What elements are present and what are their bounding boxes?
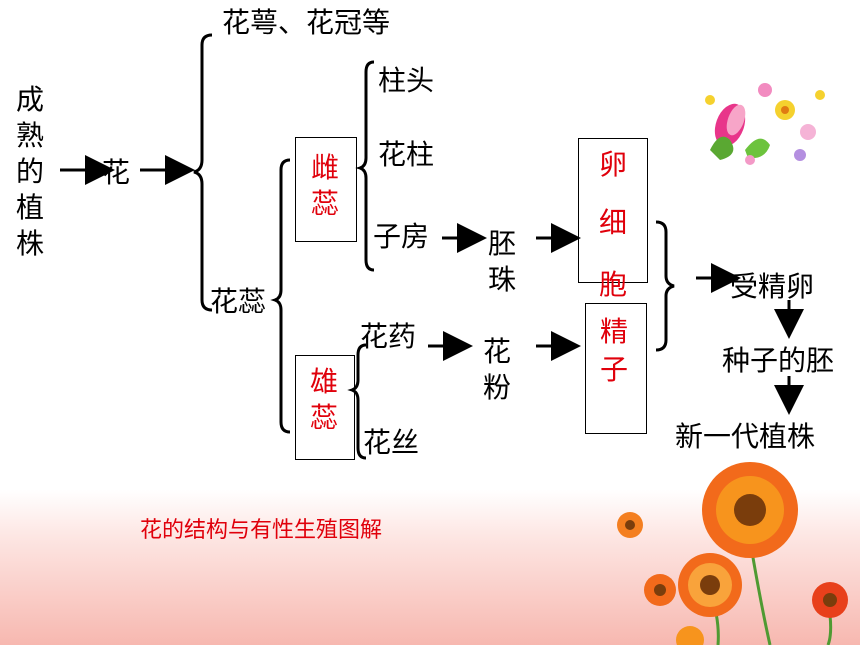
pistil-stamen-label: 花蕊 <box>210 285 267 318</box>
egg-cell-char: 卵 <box>598 148 627 181</box>
mature-plant-char: 株 <box>15 227 44 260</box>
pistil-box: 雌 蕊 <box>295 137 357 242</box>
style-label: 花柱 <box>378 138 435 171</box>
mature-plant-char: 熟 <box>15 119 44 152</box>
pistil-char: 雌 <box>310 151 339 184</box>
pollen-char: 花 <box>482 335 511 368</box>
pistil-char: 蕊 <box>310 187 339 220</box>
embryo-label: 种子的胚 <box>722 344 835 377</box>
ovary-label: 子房 <box>373 220 430 253</box>
brace-fertilization <box>655 220 675 352</box>
anther-label: 花药 <box>360 320 417 353</box>
brace-flower <box>193 33 213 312</box>
sperm-char: 精 <box>599 315 628 348</box>
sperm-char: 子 <box>599 353 628 386</box>
filament-label: 花丝 <box>363 426 420 459</box>
mature-plant-char: 的 <box>15 155 44 188</box>
mature-plant-char: 成 <box>15 83 44 116</box>
stamen-char: 雄 <box>309 365 338 398</box>
stamen-box: 雄 蕊 <box>295 355 355 460</box>
stamen-char: 蕊 <box>309 401 338 434</box>
zygote-label: 受精卵 <box>730 270 815 303</box>
brace-male-parts <box>347 343 367 460</box>
egg-cell-char: 胞 <box>598 268 627 301</box>
diagram-caption: 花的结构与有性生殖图解 <box>140 518 383 543</box>
sepals-petals-label: 花萼、花冠等 <box>222 6 391 39</box>
brace-pistil-stamen <box>270 158 291 434</box>
mature-plant-char: 植 <box>15 191 44 224</box>
egg-cell-box: 卵 细 胞 <box>578 138 648 301</box>
brace-female-parts <box>355 60 375 272</box>
flower-cluster-decoration <box>705 83 825 165</box>
flower-label: 花 <box>102 156 131 189</box>
stigma-label: 柱头 <box>378 64 435 97</box>
sperm-box: 精 子 <box>585 303 647 434</box>
mature-plant-label: 成 熟 的 植 株 <box>14 82 46 262</box>
gerbera-flowers-decoration <box>617 462 848 645</box>
ovule-char: 珠 <box>487 263 516 296</box>
pollen-char: 粉 <box>482 371 511 404</box>
new-plant-label: 新一代植株 <box>675 420 816 453</box>
egg-cell-char: 细 <box>598 206 627 239</box>
ovule-char: 胚 <box>487 227 516 260</box>
